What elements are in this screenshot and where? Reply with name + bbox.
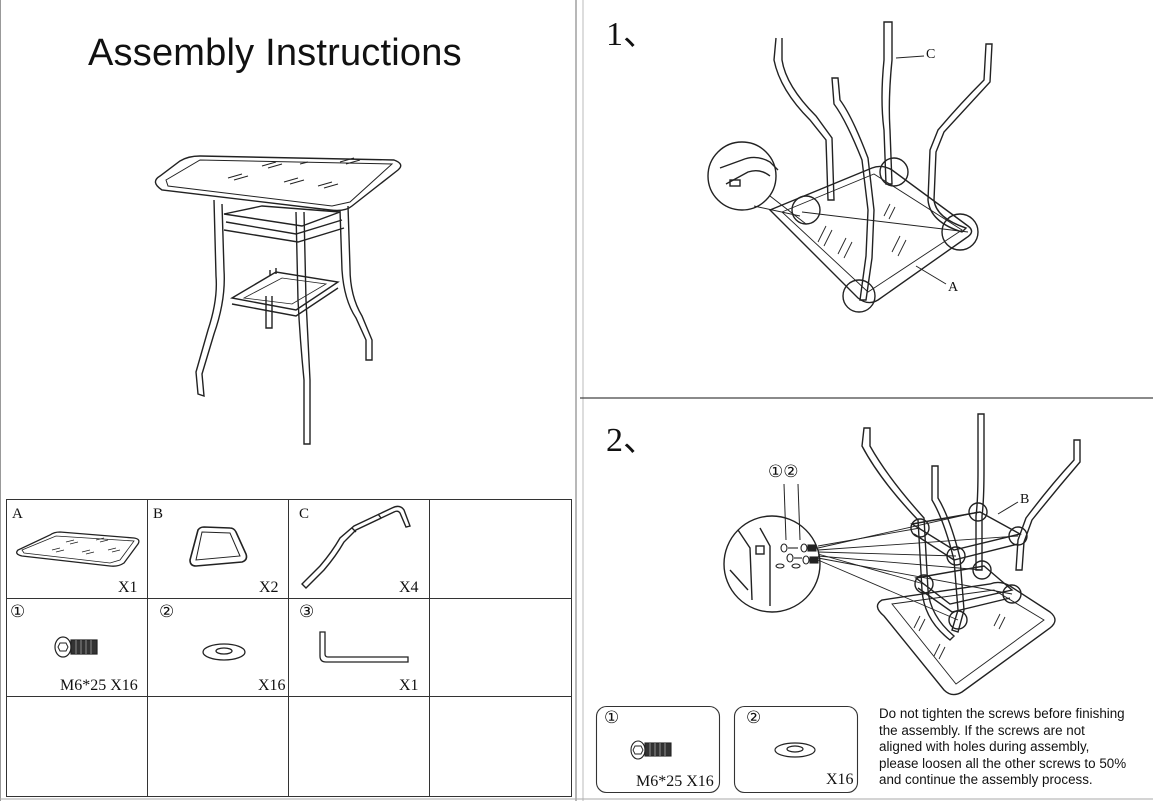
step2-hardware-1-spec: M6*25 X16: [636, 773, 714, 791]
step2-hardware-1-size: M6*25: [636, 773, 683, 790]
step2-washer-drawing: [774, 742, 816, 758]
step-1-callout-a: A: [948, 280, 959, 295]
part-a-glass-top-drawing: [16, 531, 140, 567]
step-1-number: 1、: [606, 16, 657, 53]
part-c-qty: X4: [399, 579, 419, 596]
hardware-3-label: ③: [299, 602, 315, 621]
allen-key-drawing: [319, 631, 409, 663]
part-a-qty: X1: [118, 579, 138, 596]
part-b-frame-drawing: [189, 526, 248, 567]
step2-hardware-2-label: ②: [746, 708, 762, 727]
hardware-1-size: M6*25: [60, 677, 107, 694]
part-c-label: C: [299, 506, 310, 522]
note-line-3: aligned with holes during assembly,: [879, 739, 1090, 755]
hardware-2-qty: X16: [258, 677, 286, 694]
assembled-table-illustration: [154, 155, 402, 445]
step2-illustration: [723, 413, 1081, 696]
step-2-number: 2、: [606, 422, 657, 459]
step-2-callout-hardware: ①②: [768, 462, 799, 481]
washer-drawing: [202, 643, 246, 661]
parts-table-grid: [6, 499, 572, 797]
part-a-label: A: [12, 506, 23, 522]
step2-hardware-1-label: ①: [604, 708, 620, 727]
page-title: Assembly Instructions: [88, 32, 462, 74]
hardware-1-qty: X16: [110, 677, 138, 694]
step2-hardware-boxes: [595, 705, 859, 794]
step1-illustration: [707, 21, 993, 313]
part-b-qty: X2: [259, 579, 279, 596]
hardware-1-spec: M6*25 X16: [60, 677, 138, 695]
note-line-4: please loosen all the other screws to 50…: [879, 755, 1127, 771]
part-b-label: B: [153, 506, 164, 522]
note-line-1: Do not tighten the screws before finishi…: [879, 706, 1125, 721]
step-1-callout-c: C: [926, 47, 936, 62]
step2-bolt-drawing: [630, 740, 672, 760]
note-line-5: and continue the assembly process.: [879, 772, 1093, 788]
bolt-m6x25-drawing: [54, 636, 98, 658]
hardware-2-label: ②: [159, 602, 175, 621]
hardware-3-qty: X1: [399, 677, 419, 694]
note-line-2: the assembly. If the screws are not: [879, 722, 1085, 738]
part-c-leg-drawing: [301, 505, 411, 589]
hardware-1-label: ①: [10, 602, 26, 621]
step2-hardware-2-qty: X16: [826, 771, 854, 788]
step2-hardware-1-qty: X16: [686, 773, 714, 790]
assembly-note: Do not tighten the screws before finishi…: [879, 706, 1149, 789]
step-2-callout-b: B: [1020, 492, 1030, 507]
